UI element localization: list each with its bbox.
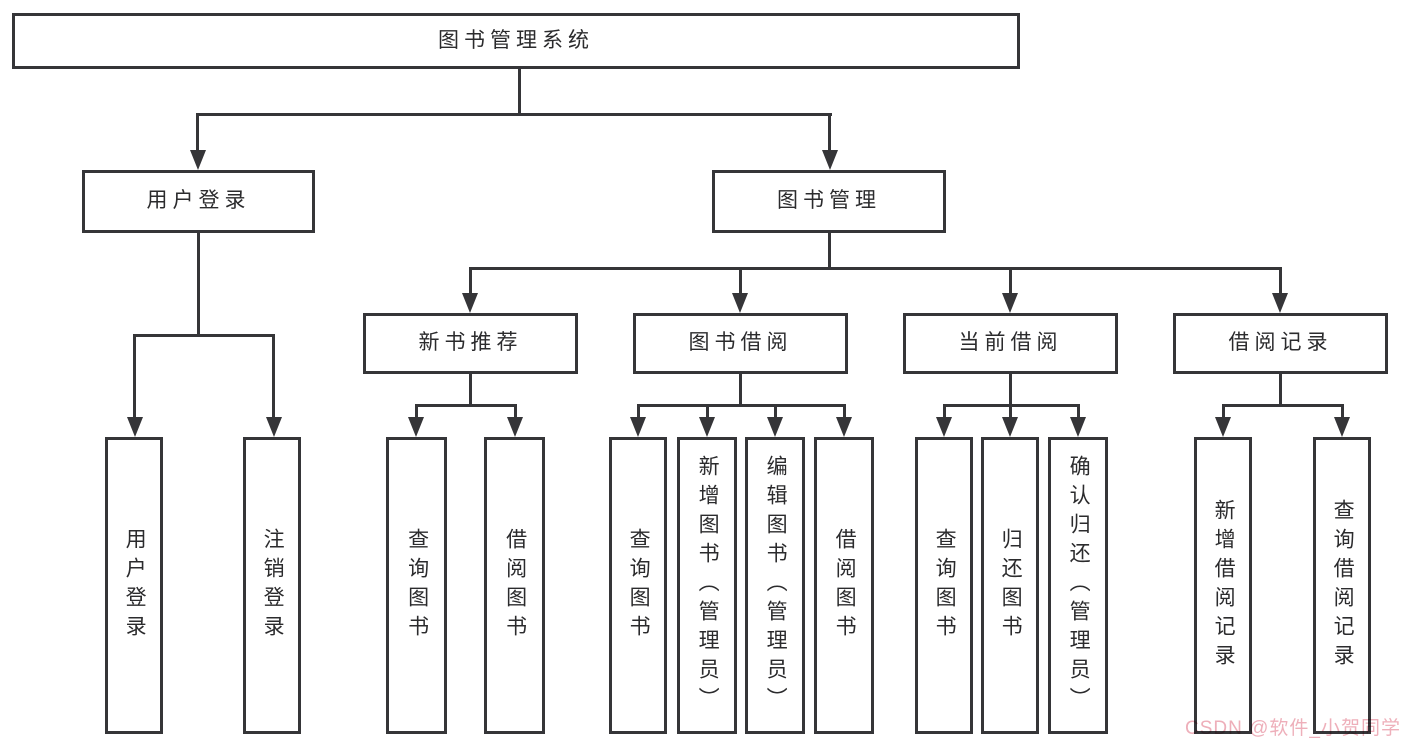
leaf-return-books: 归还图书: [981, 437, 1039, 734]
connector-line: [706, 404, 709, 417]
arrow-head-icon: [1334, 417, 1350, 437]
arrow-head-icon: [507, 417, 523, 437]
node-new-book-recommendation: 新书推荐: [363, 313, 578, 374]
connector-line: [469, 374, 472, 406]
connector-line: [828, 233, 831, 269]
connector-line: [774, 404, 777, 417]
leaf-borrow-books-borrowing: 借阅图书: [814, 437, 874, 734]
connector-line: [469, 267, 472, 293]
arrow-head-icon: [1215, 417, 1231, 437]
connector-line: [415, 404, 517, 407]
connector-line: [133, 334, 275, 337]
arrow-head-icon: [1002, 293, 1018, 313]
connector-line: [828, 113, 831, 150]
leaf-query-books-recommend: 查询图书: [386, 437, 447, 734]
connector-line: [133, 334, 136, 417]
leaf-borrow-books-recommend: 借阅图书: [484, 437, 545, 734]
arrow-head-icon: [266, 417, 282, 437]
arrow-head-icon: [462, 293, 478, 313]
arrow-head-icon: [1272, 293, 1288, 313]
leaf-edit-book-admin: 编辑图书（管理员）: [745, 437, 805, 734]
node-current-borrowing: 当前借阅: [903, 313, 1118, 374]
connector-line: [272, 334, 275, 417]
connector-line: [739, 374, 742, 406]
connector-line: [1009, 374, 1012, 406]
connector-line: [469, 267, 1282, 270]
leaf-add-book-admin: 新增图书（管理员）: [677, 437, 737, 734]
arrow-head-icon: [732, 293, 748, 313]
connector-line: [196, 113, 199, 150]
connector-line: [196, 113, 832, 116]
leaf-user-login: 用户登录: [105, 437, 163, 734]
connector-line: [1009, 267, 1012, 293]
node-book-borrowing: 图书借阅: [633, 313, 848, 374]
connector-line: [637, 404, 845, 407]
connector-line: [514, 404, 517, 417]
connector-line: [1222, 404, 1344, 407]
leaf-logout: 注销登录: [243, 437, 301, 734]
connector-line: [197, 233, 200, 336]
connector-line: [739, 267, 742, 293]
arrow-head-icon: [822, 150, 838, 170]
connector-line: [943, 404, 946, 417]
arrow-head-icon: [127, 417, 143, 437]
leaf-query-books-borrowing: 查询图书: [609, 437, 667, 734]
arrow-head-icon: [699, 417, 715, 437]
connector-line: [1077, 404, 1080, 417]
arrow-head-icon: [1070, 417, 1086, 437]
arrow-head-icon: [936, 417, 952, 437]
node-user-login: 用户登录: [82, 170, 315, 233]
connector-line: [1341, 404, 1344, 417]
node-library-management-system: 图书管理系统: [12, 13, 1020, 69]
arrow-head-icon: [836, 417, 852, 437]
connector-line: [415, 404, 418, 417]
csdn-watermark: CSDN @软件_小贺同学: [1185, 718, 1401, 739]
connector-line: [843, 404, 846, 417]
leaf-query-borrow-record: 查询借阅记录: [1313, 437, 1371, 734]
connector-line: [1222, 404, 1225, 417]
arrow-head-icon: [408, 417, 424, 437]
node-book-management: 图书管理: [712, 170, 946, 233]
connector-line: [637, 404, 640, 417]
connector-line: [1279, 267, 1282, 293]
leaf-add-borrow-record: 新增借阅记录: [1194, 437, 1252, 734]
arrow-head-icon: [630, 417, 646, 437]
leaf-confirm-return-admin: 确认归还（管理员）: [1048, 437, 1108, 734]
connector-line: [1009, 404, 1012, 417]
arrow-head-icon: [767, 417, 783, 437]
connector-line: [518, 69, 521, 115]
leaf-query-books-current: 查询图书: [915, 437, 973, 734]
node-borrowing-records: 借阅记录: [1173, 313, 1388, 374]
connector-line: [1279, 374, 1282, 406]
arrow-head-icon: [190, 150, 206, 170]
arrow-head-icon: [1002, 417, 1018, 437]
